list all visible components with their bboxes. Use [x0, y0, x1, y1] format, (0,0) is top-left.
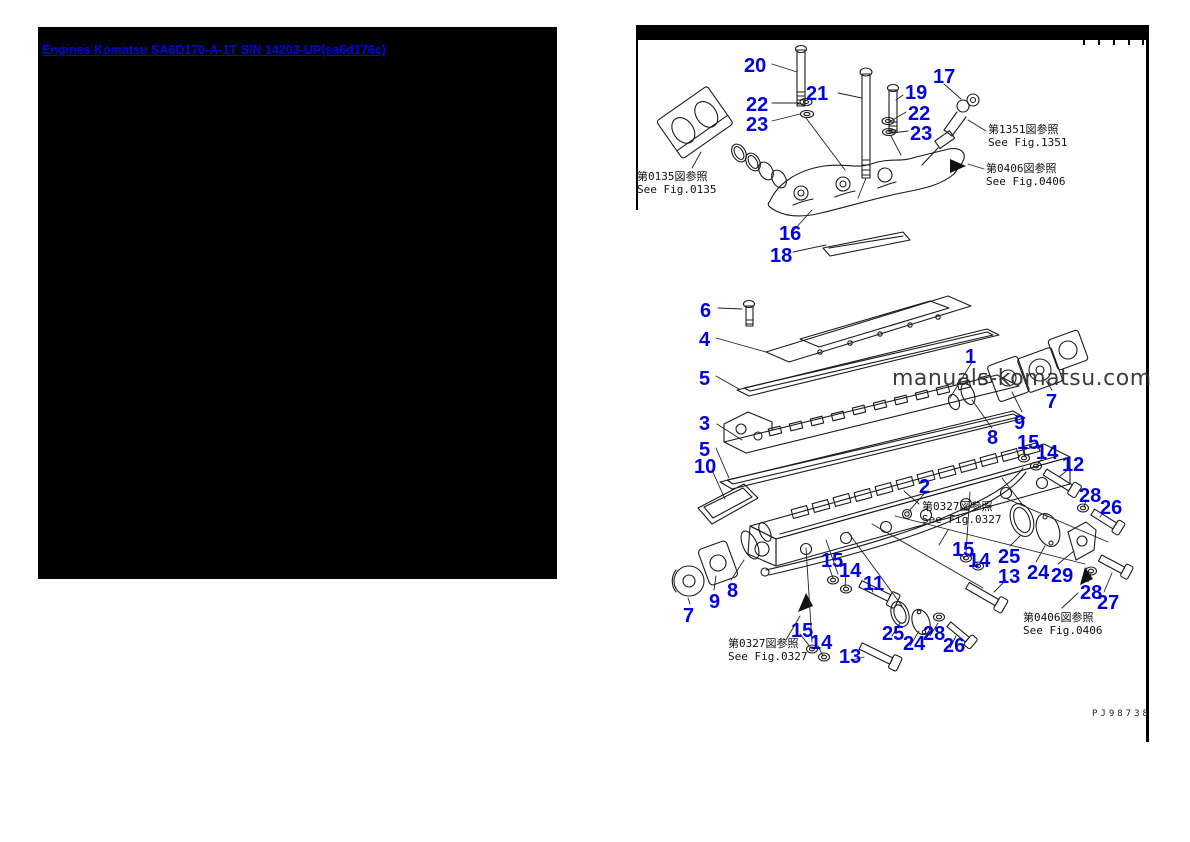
- registration-tick: [1098, 40, 1100, 45]
- scan-right-border: [1146, 25, 1149, 742]
- callout-28[interactable]: 28: [1080, 582, 1103, 604]
- callout-26[interactable]: 26: [943, 635, 966, 657]
- pipe-part: [760, 467, 1027, 577]
- parts-diagram-panel: [636, 25, 1150, 745]
- callout-21[interactable]: 21: [806, 83, 829, 105]
- cap-part: [671, 522, 772, 597]
- callout-5[interactable]: 5: [699, 439, 711, 461]
- gasket-part: [719, 410, 1026, 490]
- direction-arrow: [950, 159, 966, 173]
- callout-8[interactable]: 8: [987, 427, 999, 449]
- fastener-part: [798, 553, 1009, 672]
- exploded-parts-drawing: [656, 44, 1134, 672]
- callout-14[interactable]: 14: [968, 550, 991, 572]
- callout-18[interactable]: 18: [770, 245, 793, 267]
- cap-part: [947, 329, 1089, 411]
- callout-14[interactable]: 14: [810, 632, 833, 654]
- callout-4[interactable]: 4: [699, 329, 711, 351]
- plate-number: PJ98738: [1092, 709, 1151, 719]
- callout-9[interactable]: 9: [1014, 412, 1026, 434]
- scan-top-border: [636, 25, 1148, 40]
- callout-25[interactable]: 25: [882, 623, 905, 645]
- callout-27[interactable]: 27: [1097, 592, 1120, 614]
- fitting-part: [921, 93, 980, 166]
- callout-22[interactable]: 22: [746, 94, 769, 116]
- callout-14[interactable]: 14: [839, 560, 862, 582]
- callout-12[interactable]: 12: [1062, 454, 1085, 476]
- callout-25[interactable]: 25: [998, 546, 1021, 568]
- callout-9[interactable]: 9: [709, 591, 721, 613]
- callout-6[interactable]: 6: [700, 300, 712, 322]
- valve-cover-part: [765, 295, 972, 363]
- callout-15[interactable]: 15: [952, 539, 975, 561]
- callout-5[interactable]: 5: [699, 368, 711, 390]
- callout-19[interactable]: 19: [905, 82, 928, 104]
- callout-13[interactable]: 13: [998, 566, 1021, 588]
- left-viewer-panel: Engines Komatsu SA6D170-A-1T S/N 14203-U…: [38, 27, 557, 579]
- callout-24[interactable]: 24: [903, 633, 926, 655]
- callout-1[interactable]: 1: [965, 346, 977, 368]
- callout-13[interactable]: 13: [839, 646, 862, 668]
- gasket-part: [736, 328, 1000, 397]
- flange-part: [656, 86, 787, 189]
- callout-15[interactable]: 15: [1017, 432, 1040, 454]
- callout-15[interactable]: 15: [791, 620, 814, 642]
- callout-15[interactable]: 15: [821, 550, 844, 572]
- gasket-part: [697, 483, 759, 525]
- callout-22[interactable]: 22: [908, 103, 931, 125]
- callout-17[interactable]: 17: [933, 66, 956, 88]
- callout-23[interactable]: 23: [746, 114, 769, 136]
- callout-7[interactable]: 7: [1046, 391, 1058, 413]
- callout-7[interactable]: 7: [683, 605, 695, 627]
- callout-28[interactable]: 28: [923, 623, 946, 645]
- washer-part: [799, 97, 897, 137]
- watermark: manuals-komatsu.com: [892, 366, 1152, 391]
- registration-tick: [1128, 40, 1130, 45]
- callout-28[interactable]: 28: [1079, 485, 1102, 507]
- callout-10[interactable]: 10: [694, 456, 717, 478]
- callout-29[interactable]: 29: [1051, 565, 1074, 587]
- callout-16[interactable]: 16: [779, 223, 802, 245]
- spacer-frame-part: [723, 374, 1020, 454]
- engine-model-link[interactable]: Engines Komatsu SA6D170-A-1T S/N 14203-U…: [42, 43, 386, 57]
- plate-part: [822, 231, 911, 257]
- callout-8[interactable]: 8: [727, 580, 739, 602]
- callout-24[interactable]: 24: [1027, 562, 1050, 584]
- callout-11[interactable]: 11: [863, 573, 885, 595]
- registration-tick: [1142, 40, 1144, 45]
- callout-26[interactable]: 26: [1100, 497, 1123, 519]
- callout-3[interactable]: 3: [699, 413, 711, 435]
- callout-2[interactable]: 2: [919, 476, 931, 498]
- callout-14[interactable]: 14: [1036, 442, 1059, 464]
- manifold-part: [767, 148, 965, 217]
- bolt-part: [742, 299, 756, 327]
- scan-left-border: [636, 25, 638, 210]
- callout-23[interactable]: 23: [910, 123, 933, 145]
- callout-20[interactable]: 20: [744, 55, 767, 77]
- registration-tick: [1083, 40, 1085, 45]
- registration-tick: [1113, 40, 1115, 45]
